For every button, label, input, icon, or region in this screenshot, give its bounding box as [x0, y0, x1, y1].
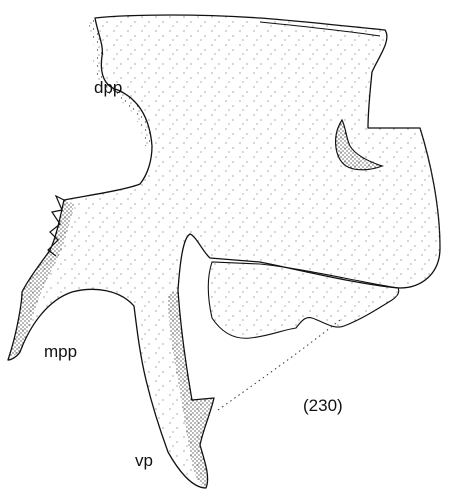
label-mpp: mpp — [44, 343, 77, 360]
bone-body — [8, 15, 440, 488]
specimen-number: (230) — [303, 397, 343, 414]
label-vp: vp — [135, 452, 153, 469]
label-dpp: dpp — [94, 79, 122, 96]
